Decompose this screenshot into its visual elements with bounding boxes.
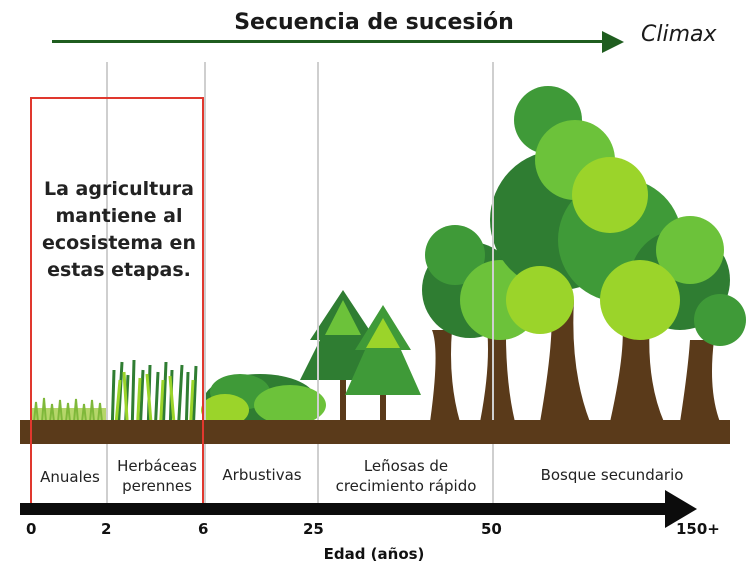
shrubs [201,374,326,426]
age-axis-line [20,503,670,515]
stage-label-lenosas: Leñosas de crecimiento rápido [335,457,477,495]
stage-label-arbustivas: Arbustivas [222,466,302,484]
stage-label-bosque: Bosque secundario [540,466,684,484]
axis-title: Edad (años) [323,545,425,563]
stage-divider [317,62,319,510]
ground-strip [20,420,730,444]
secondary-forest [422,86,746,422]
agriculture-note: La agricultura mantiene al ecosistema en… [42,178,196,281]
perennial-herbs [110,359,198,436]
succession-arrow-line [52,40,612,43]
stage-label-herbaceas: Herbáceas perennes [117,457,197,495]
axis-tick-label: 150+ [676,520,720,538]
page-title: Secuencia de sucesión [234,10,514,35]
agriculture-highlight-box [30,97,204,510]
stage-divider [492,62,494,510]
climax-label: Climax [641,22,717,47]
axis-tick-label: 0 [26,520,37,538]
age-axis-arrowhead [665,490,697,528]
axis-tick-label: 2 [101,520,112,538]
axis-tick-label: 25 [303,520,324,538]
annual-grass [32,397,108,423]
succession-arrow-head [602,31,624,53]
stage-divider [204,62,206,510]
stage-label-anuales: Anuales [40,468,100,486]
axis-tick-label: 50 [481,520,502,538]
axis-tick-label: 6 [198,520,209,538]
fast-growing-trees [300,290,421,422]
stage-divider [106,62,108,510]
